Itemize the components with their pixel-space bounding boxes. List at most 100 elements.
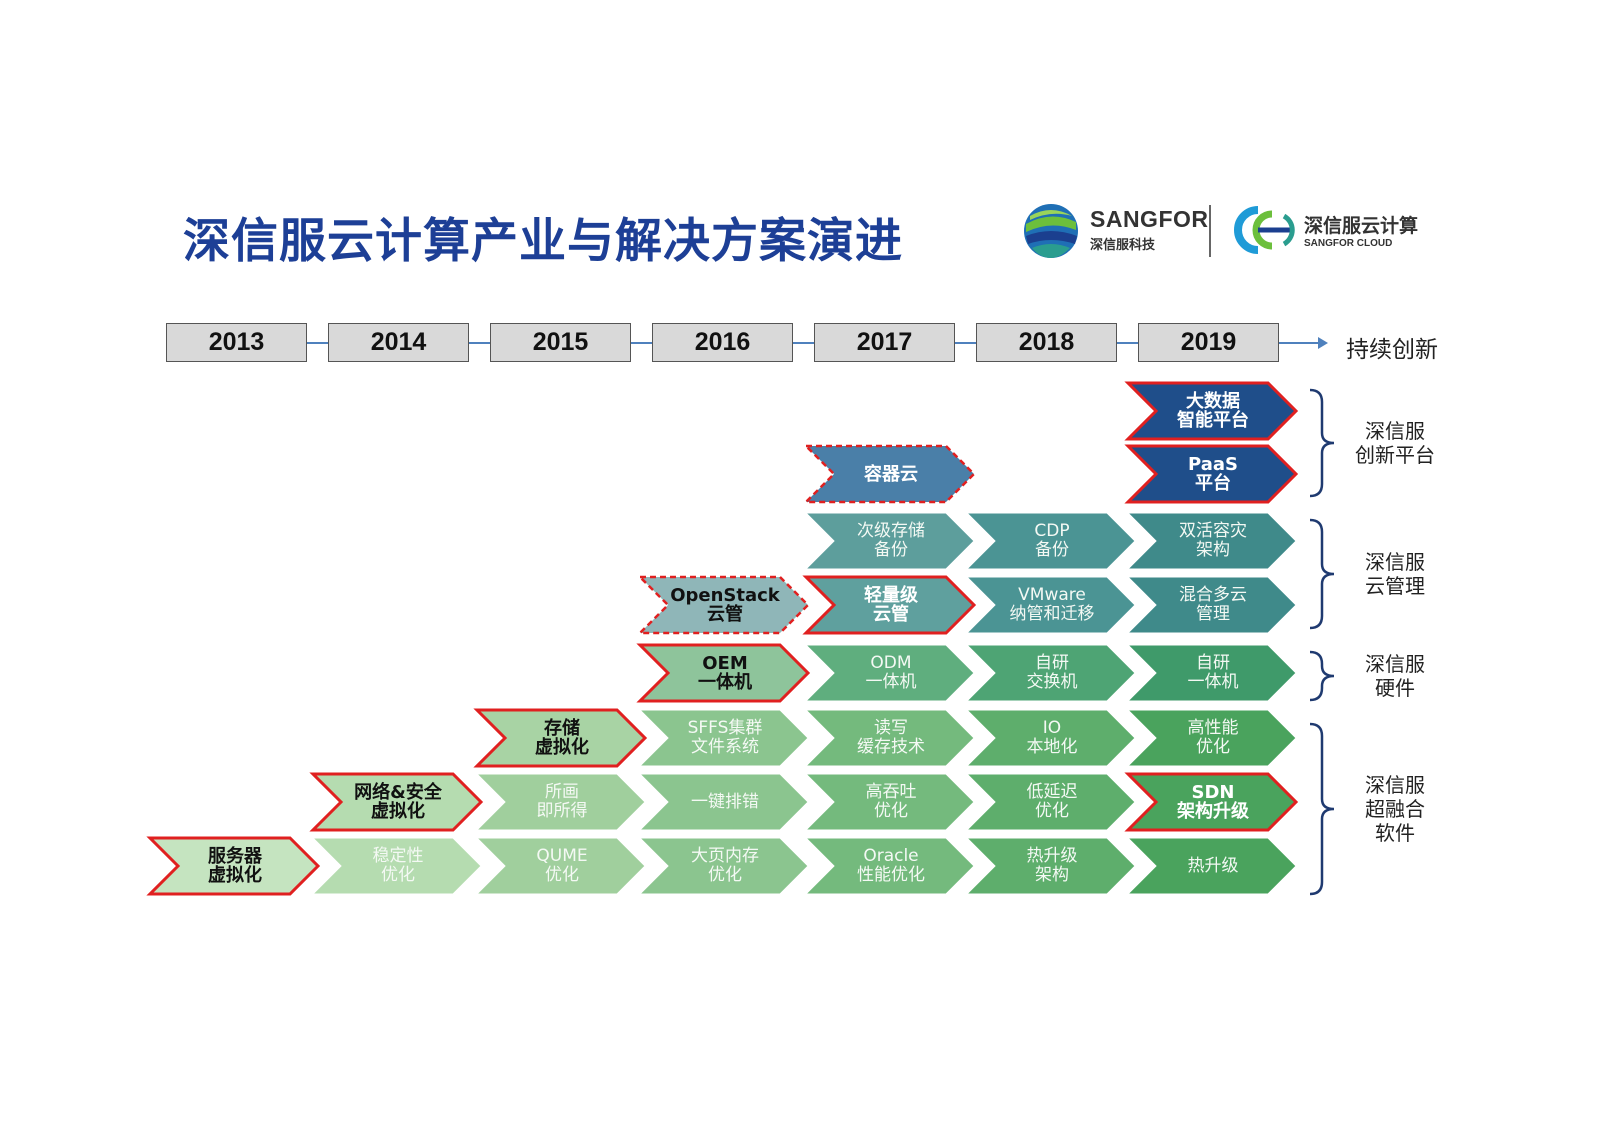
chevron-label-line: 服务器 [208,846,262,867]
chevron-label-line: 一键排错 [691,791,759,812]
chevron-label-line: 网络&安全 [354,782,442,803]
chevron-label-line: 备份 [874,540,908,560]
chevron-label: 存储虚拟化 [497,710,627,766]
chevron-2019-热升级: 热升级 [1126,837,1298,895]
chevron-label-line: 混合多云 [1179,585,1247,605]
chevron-2017-轻量级云管: 轻量级云管 [802,575,977,635]
category-label-line: 创新平台 [1355,443,1435,467]
chevron-2014-稳定性优化: 稳定性优化 [311,837,483,895]
year-box-2017: 2017 [814,323,955,362]
chevron-2019-高性能优化: 高性能优化 [1126,709,1298,767]
chevron-label-line: ODM [870,653,912,673]
chevron-label-line: 所画 [545,782,579,802]
chevron-label: 读写缓存技术 [826,710,956,766]
chevron-label: 轻量级云管 [826,577,956,633]
timeline-connector [469,342,490,344]
chevron-label-line: 自研 [1035,653,1069,673]
chevron-2018-低延迟优化: 低延迟优化 [965,773,1137,831]
chevron-shape [475,837,646,895]
chevron-shape [636,575,810,635]
chevron-label-line: 性能优化 [857,865,925,885]
chevron-label-line: 纳管和迁移 [1009,604,1095,624]
chevron-shape [311,837,482,895]
chevron-label-line: 云管 [707,604,743,625]
chevron-label: 低延迟优化 [987,774,1117,830]
curly-brace-icon [1309,722,1335,896]
sangfor-logo-subtext: 深信服科技 [1090,238,1156,253]
chevron-2014-网络&安全虚拟化: 网络&安全虚拟化 [309,772,484,832]
chevron-label-line: 自研 [1196,653,1230,673]
chevron-shape [804,512,975,570]
timeline-connector [307,342,328,344]
chevron-shape [1124,444,1299,504]
chevron-shape [965,837,1136,895]
chevron-shape [638,837,809,895]
chevron-label-line: 智能平台 [1177,410,1249,431]
chevron-shape [804,644,975,702]
chevron-label: 双活容灾架构 [1148,513,1278,569]
timeline-connector [1117,342,1138,344]
chevron-label-line: 优化 [1196,737,1230,757]
chevron-label-line: 优化 [545,865,579,885]
chevron-label-line: 一体机 [865,672,917,692]
chevron-label-line: 架构升级 [1177,801,1249,822]
chevron-label-line: 架构 [1196,540,1230,560]
chevron-label-line: 次级存储 [857,521,925,541]
chevron-label: 稳定性优化 [333,838,463,894]
category-label-line: 深信服 [1365,550,1425,574]
chevron-label-line: 容器云 [864,463,918,485]
chevron-label-line: 虚拟化 [208,865,262,886]
chevron-label-line: 管理 [1196,604,1230,624]
chevron-label-line: 存储 [544,718,580,739]
chevron-label-line: 读写 [874,718,908,738]
chevron-shape [965,512,1136,570]
chevron-shape [804,837,975,895]
category-label: 深信服创新平台 [1352,419,1438,467]
sangfor-globe-icon [1024,204,1078,258]
chevron-shape [638,709,809,767]
timeline-connector [631,342,652,344]
year-box-2014: 2014 [328,323,469,362]
chevron-label-line: 大数据 [1186,391,1240,412]
chevron-2017-次级存储备份: 次级存储备份 [804,512,976,570]
chevron-shape [638,773,809,831]
chevron-2017-读写缓存技术: 读写缓存技术 [804,709,976,767]
chevron-label-line: OpenStack [670,585,780,606]
chevron-label-line: 缓存技术 [857,737,925,757]
chevron-label: 大数据智能平台 [1148,383,1278,439]
timeline-connector [955,342,976,344]
chevron-label-line: PaaS [1188,454,1238,475]
chevron-2015-存储虚拟化: 存储虚拟化 [473,708,648,768]
sangfor-logo-text: SANGFOR [1090,206,1209,232]
timeline-arrow-icon [1318,337,1328,349]
chevron-shape [965,644,1136,702]
chevron-label-line: 稳定性 [372,846,424,866]
chevron-label-line: 轻量级 [864,585,918,606]
chevron-shape [309,772,484,832]
chevron-2017-容器云: 容器云 [802,444,976,504]
category-label-line: 深信服 [1365,773,1425,797]
chevron-shape [802,444,976,504]
logo-divider [1209,205,1211,257]
chevron-label-line: 低延迟 [1026,782,1078,802]
chevron-2019-双活容灾架构: 双活容灾架构 [1126,512,1298,570]
chevron-2019-自研一体机: 自研一体机 [1126,644,1298,702]
chevron-label: 网络&安全虚拟化 [333,774,463,830]
category-label: 深信服超融合软件 [1352,773,1438,845]
chevron-label-line: CDP [1034,521,1070,541]
chevron-shape [804,773,975,831]
chevron-label-line: 大页内存 [691,846,759,866]
